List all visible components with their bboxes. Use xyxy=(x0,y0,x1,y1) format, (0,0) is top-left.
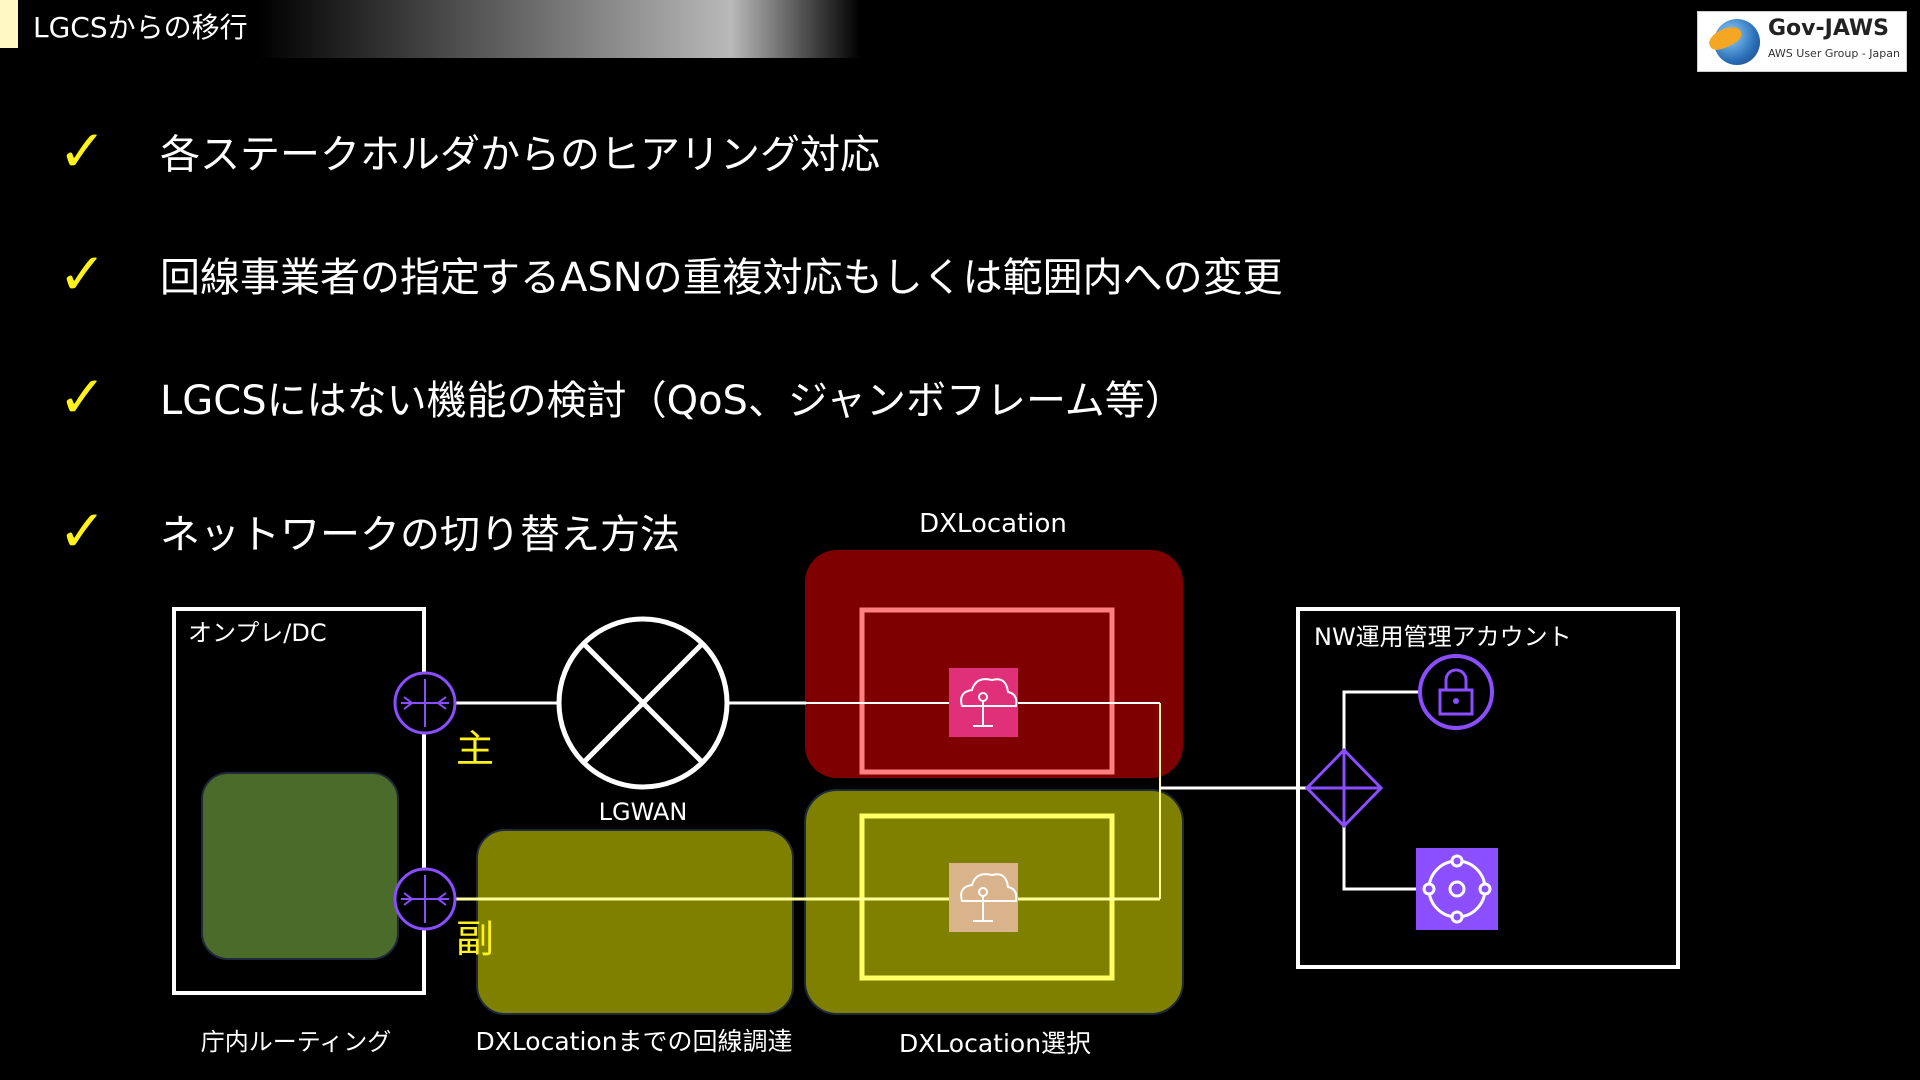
check-icon: ✓ xyxy=(58,117,107,185)
check-icon: ✓ xyxy=(58,240,107,308)
globe-logo-icon xyxy=(1714,19,1760,65)
bullet-text-4: ネットワークの切り替え方法 xyxy=(160,512,680,558)
caption-routing: 庁内ルーティング xyxy=(201,1028,392,1056)
line-tgw-lock xyxy=(1342,690,1420,755)
router-icon-primary xyxy=(393,671,457,735)
line-tgw-hub xyxy=(1342,822,1420,891)
nw-account-label: NW運用管理アカウント xyxy=(1314,623,1572,651)
bullet-text-1: 各ステークホルダからのヒアリング対応 xyxy=(160,132,880,178)
nw-account-box xyxy=(1296,607,1680,969)
onprem-box xyxy=(172,607,426,995)
primary-label: 主 xyxy=(456,727,494,771)
caption-circuit: DXLocationまでの回線調達 xyxy=(475,1027,792,1056)
secondary-label: 副 xyxy=(456,917,494,961)
transit-gateway-icon xyxy=(1304,747,1384,829)
direct-connect-icon-secondary xyxy=(949,863,1018,932)
circuit-zone xyxy=(476,829,794,1015)
lgwan-label: LGWAN xyxy=(599,798,688,826)
logo-subtitle: AWS User Group - Japan xyxy=(1768,47,1900,60)
check-icon: ✓ xyxy=(58,363,107,431)
dxlocation-label: DXLocation xyxy=(919,509,1067,539)
dx-inner-box-secondary xyxy=(859,813,1115,981)
title-bar xyxy=(0,0,860,58)
check-icon: ✓ xyxy=(58,497,107,565)
bullet-text-3: LGCSにはない機能の検討（QoS、ジャンボフレーム等） xyxy=(160,378,1185,424)
lgwan-cross-b xyxy=(582,642,704,764)
title-accent-bar xyxy=(0,0,18,48)
dx-inner-box-primary xyxy=(859,607,1115,775)
dx-zone-primary xyxy=(805,550,1183,778)
page-title: LGCSからの移行 xyxy=(33,11,248,44)
caption-select: DXLocation選択 xyxy=(899,1029,1091,1058)
gov-jaws-logo: Gov-JAWS AWS User Group - Japan xyxy=(1697,11,1907,72)
routing-zone xyxy=(201,772,399,960)
bullet-text-2: 回線事業者の指定するASNの重複対応もしくは範囲内への変更 xyxy=(160,255,1283,301)
onprem-label: オンプレ/DC xyxy=(188,619,327,647)
network-hub-icon xyxy=(1416,848,1498,930)
logo-name: Gov-JAWS xyxy=(1768,16,1889,41)
direct-connect-icon-primary xyxy=(949,668,1018,737)
lock-icon xyxy=(1418,654,1494,730)
router-icon-secondary xyxy=(393,867,457,931)
